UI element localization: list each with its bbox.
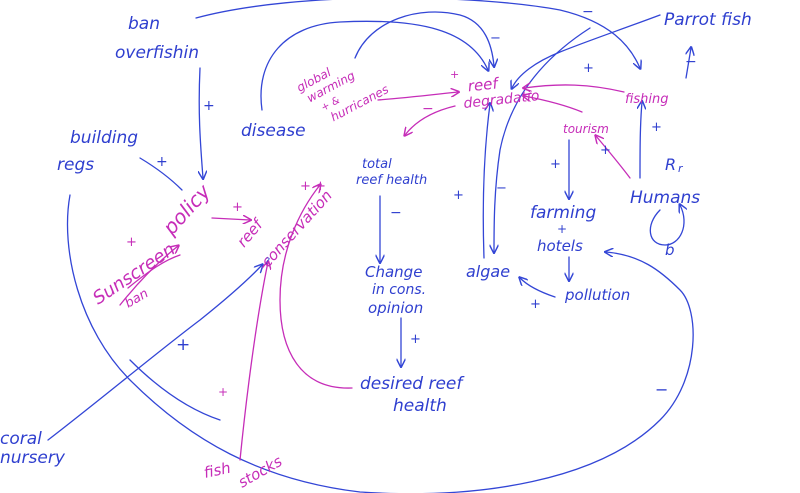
node-tourism: tourism bbox=[563, 122, 609, 136]
polarity-marks: + + + + + + ? + − − − + − + + + − + + − … bbox=[126, 4, 697, 399]
sign-top-curve: − bbox=[582, 4, 594, 20]
node-pollution: pollution bbox=[564, 286, 630, 304]
link-global-to-degradation-pink bbox=[377, 92, 458, 101]
node-hotels: hotels bbox=[537, 237, 583, 255]
sign-bottom-loop: − bbox=[655, 380, 668, 399]
link-algae-to-degradation bbox=[482, 104, 490, 259]
node-policy: policy bbox=[157, 179, 216, 240]
node-farming-plus: + bbox=[557, 222, 567, 236]
node-humans: Humans bbox=[630, 188, 700, 208]
sign-conservation-total: + + bbox=[300, 179, 326, 194]
node-total-reef-health-line2: reef health bbox=[356, 173, 427, 188]
blue-links bbox=[47, 0, 694, 493]
node-global-warming: global warming + & hurricanes bbox=[294, 65, 391, 124]
sign-global-degradation: + bbox=[450, 68, 459, 81]
link-coral-to-conservation bbox=[47, 265, 262, 441]
node-coral-line2: nursery bbox=[0, 448, 66, 468]
link-sunscreen-underline bbox=[127, 254, 181, 289]
link-humans-to-parrot bbox=[686, 48, 691, 79]
sign-coral-conservation: + bbox=[176, 335, 190, 355]
node-desired-line1: desired reef bbox=[360, 374, 465, 394]
node-farming: farming bbox=[530, 203, 596, 223]
link-policy-to-conservation bbox=[211, 218, 250, 220]
link-fishstocks-to-conservation bbox=[239, 262, 268, 461]
sign-humans-b: b bbox=[665, 241, 675, 259]
sign-algae-degradation-minus: − bbox=[496, 181, 507, 196]
link-big-bottom-loop bbox=[66, 194, 694, 493]
sign-humans-fishing: + bbox=[651, 120, 662, 135]
node-building-regs-line1: building bbox=[70, 128, 138, 148]
node-reef-degradation: reef degradatio bbox=[463, 74, 540, 112]
link-humans-to-tourism bbox=[596, 136, 631, 179]
sign-disease-degradation: − bbox=[490, 31, 501, 46]
node-parrot-fish: Parrot fish bbox=[664, 10, 752, 30]
link-desired-to-conservation bbox=[279, 185, 353, 389]
link-disease-long-curve bbox=[129, 359, 221, 421]
link-pollution-to-algae bbox=[520, 278, 556, 298]
node-change-line2: in cons. bbox=[372, 282, 426, 298]
node-ban-overfishing-line1: ban bbox=[128, 14, 160, 34]
link-global-to-degradation bbox=[354, 11, 494, 66]
sign-humans-r: R bbox=[665, 155, 676, 174]
link-parrot-to-degradation bbox=[512, 14, 661, 88]
sign-total-change: − bbox=[390, 205, 402, 221]
node-change-line1: Change bbox=[365, 263, 422, 281]
node-total-reef-health-line1: total bbox=[362, 157, 392, 172]
sign-parrot-fishing: + bbox=[583, 61, 594, 76]
sign-humans-parrot: − bbox=[685, 54, 697, 70]
node-degradation-line2: degradatio bbox=[463, 88, 540, 112]
link-parrot-to-algae bbox=[494, 27, 591, 252]
blue-labels: ban overfishin building regs disease Par… bbox=[0, 10, 752, 468]
sign-humans-r-small: r bbox=[678, 162, 684, 175]
node-fish-stocks-line2: stocks bbox=[235, 452, 285, 491]
sign-humans-tourism: + bbox=[600, 143, 611, 158]
link-disease-to-degradation bbox=[260, 20, 488, 111]
link-ban-to-policy bbox=[199, 67, 203, 178]
sign-change-desired: + bbox=[410, 332, 421, 347]
node-building-regs-line2: regs bbox=[57, 155, 94, 175]
node-change-line3: opinion bbox=[368, 299, 423, 317]
sign-tourism-farming: + bbox=[550, 157, 561, 172]
link-top-long-curve bbox=[195, 0, 640, 68]
link-humans-to-fishing bbox=[640, 102, 642, 179]
link-humans-self-loop bbox=[649, 205, 684, 246]
sign-policy-conservation: + bbox=[232, 200, 243, 215]
node-fishing: fishing bbox=[625, 92, 669, 107]
node-algae: algae bbox=[466, 262, 510, 281]
node-desired-line2: health bbox=[393, 396, 447, 416]
node-disease: disease bbox=[241, 121, 306, 141]
node-fish-stocks-line1: fish bbox=[202, 459, 232, 482]
node-ban-overfishing-line2: overfishin bbox=[115, 43, 199, 63]
sign-pollution-algae: + bbox=[530, 297, 541, 312]
pink-links bbox=[119, 85, 631, 461]
link-degradation-to-total bbox=[405, 105, 456, 135]
link-fishing-to-degradation bbox=[524, 85, 625, 93]
sign-degradation-total: − bbox=[422, 101, 434, 117]
sign-building-policy: + bbox=[156, 154, 168, 170]
sign-fishstocks: + bbox=[218, 385, 228, 399]
node-degradation-line1: reef bbox=[467, 74, 501, 95]
node-coral-line1: coral bbox=[0, 429, 42, 449]
sign-sunscreen-policy: + bbox=[126, 235, 137, 250]
link-tourism-to-degradation bbox=[524, 96, 583, 113]
sign-conservation-question: ? bbox=[265, 257, 270, 267]
link-building-to-policy bbox=[139, 157, 183, 191]
sign-algae-degradation-plus: + bbox=[453, 188, 464, 203]
sign-ban-policy: + bbox=[203, 98, 215, 114]
